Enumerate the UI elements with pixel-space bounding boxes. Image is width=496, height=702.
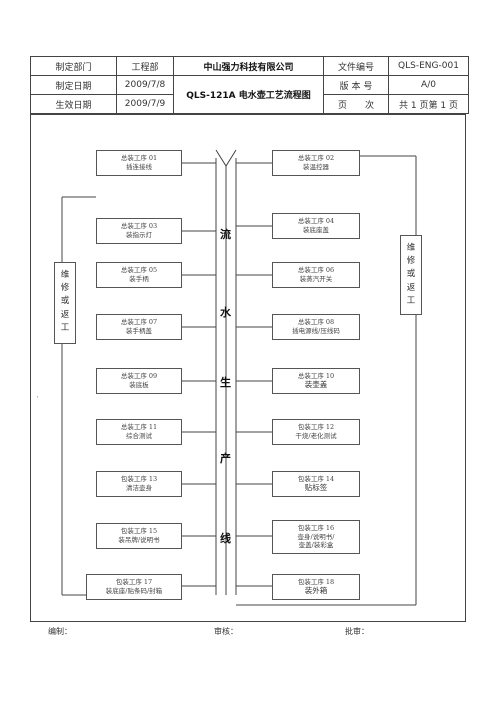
reviewed-by-label: 审核： bbox=[214, 627, 238, 636]
document-title: QLS-121A 电水壶工艺流程图 bbox=[173, 75, 324, 114]
page-value: 共 1 页第 1 页 bbox=[388, 94, 469, 114]
repair-rework-box-left: 维修或返工 bbox=[54, 262, 76, 344]
effective-date-label: 生效日期 bbox=[30, 94, 117, 114]
stray-mark: ` bbox=[36, 396, 40, 404]
pipeline-char: 生 bbox=[220, 376, 231, 389]
pipeline-char: 产 bbox=[220, 452, 231, 465]
prepared-by-label: 编制： bbox=[48, 627, 72, 636]
approved-by-label: 批审： bbox=[345, 627, 369, 636]
repair-rework-box-right: 维修或返工 bbox=[400, 235, 422, 315]
document-header-table: 制定部门 工程部 中山强力科技有限公司 文件编号 QLS-ENG-001 制定日… bbox=[30, 56, 469, 114]
pipeline-char: 线 bbox=[220, 532, 231, 545]
flowchart-frame bbox=[30, 114, 466, 622]
effective-date-value: 2009/7/9 bbox=[116, 94, 174, 114]
pipeline-char: 流 bbox=[220, 228, 231, 241]
pipeline-char: 水 bbox=[220, 306, 231, 319]
